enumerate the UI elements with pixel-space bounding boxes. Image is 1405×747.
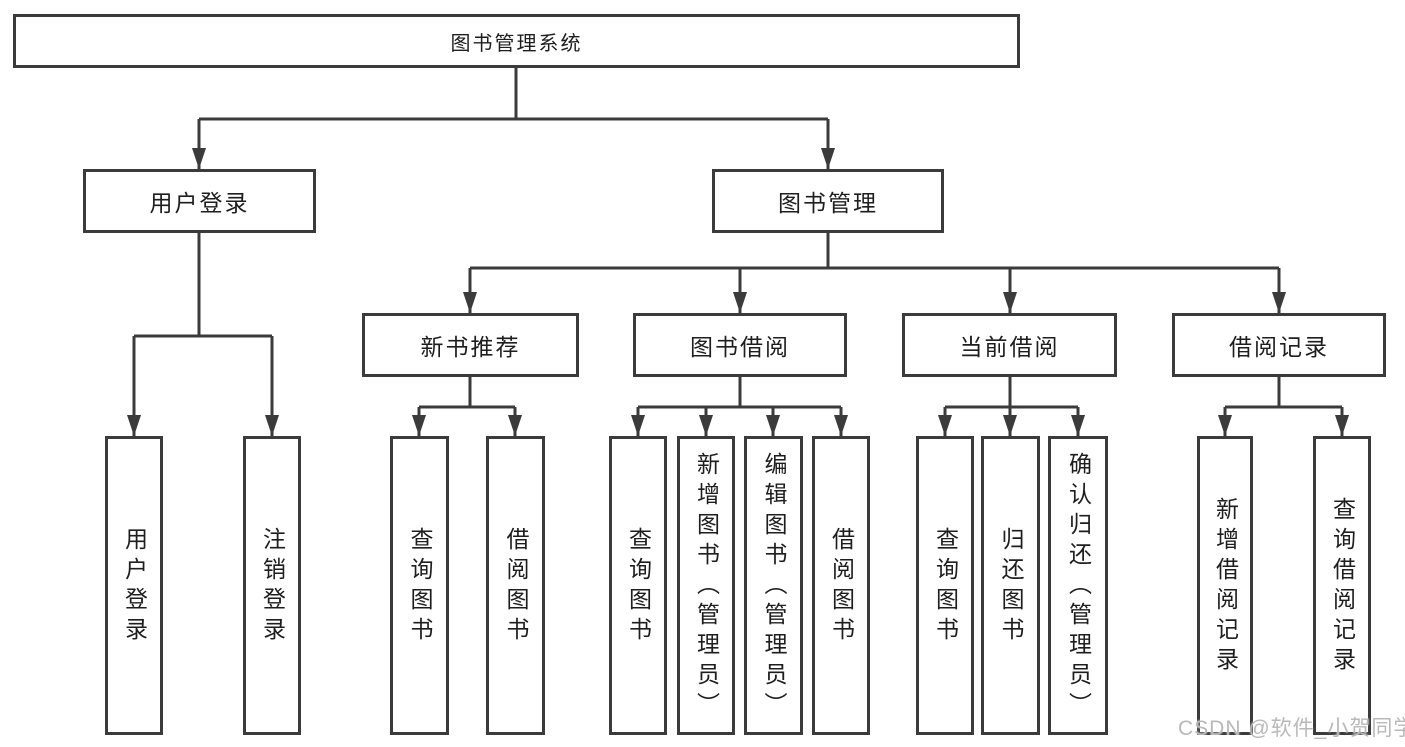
leaf-user-login: 用户登录: [105, 436, 163, 735]
node-book-management: 图书管理: [712, 169, 944, 233]
leaf-add-books-admin: 新增图书（管理员）: [677, 436, 735, 735]
node-user-login: 用户登录: [83, 169, 316, 233]
leaf-query-borrow-record: 查询借阅记录: [1313, 436, 1371, 735]
leaf-query-books-recommend: 查询图书: [390, 436, 449, 735]
leaf-logout: 注销登录: [243, 436, 301, 735]
csdn-watermark: CSDN @软件_小贺同学: [1178, 717, 1405, 740]
leaf-add-borrow-record: 新增借阅记录: [1197, 436, 1253, 735]
node-library-management-system: 图书管理系统: [13, 14, 1020, 68]
leaf-borrow-books: 借阅图书: [812, 436, 870, 735]
node-current-borrowing: 当前借阅: [902, 313, 1117, 377]
leaf-query-books-borrowing: 查询图书: [609, 436, 667, 735]
leaf-confirm-return-admin: 确认归还（管理员）: [1048, 436, 1108, 735]
leaf-query-books-current: 查询图书: [916, 436, 974, 735]
leaf-edit-books-admin: 编辑图书（管理员）: [744, 436, 803, 735]
node-book-borrowing: 图书借阅: [633, 313, 847, 377]
node-new-book-recommendation: 新书推荐: [362, 313, 579, 377]
leaf-return-books: 归还图书: [981, 436, 1040, 735]
node-borrowing-records: 借阅记录: [1172, 313, 1386, 377]
leaf-borrow-books-recommend: 借阅图书: [486, 436, 545, 735]
